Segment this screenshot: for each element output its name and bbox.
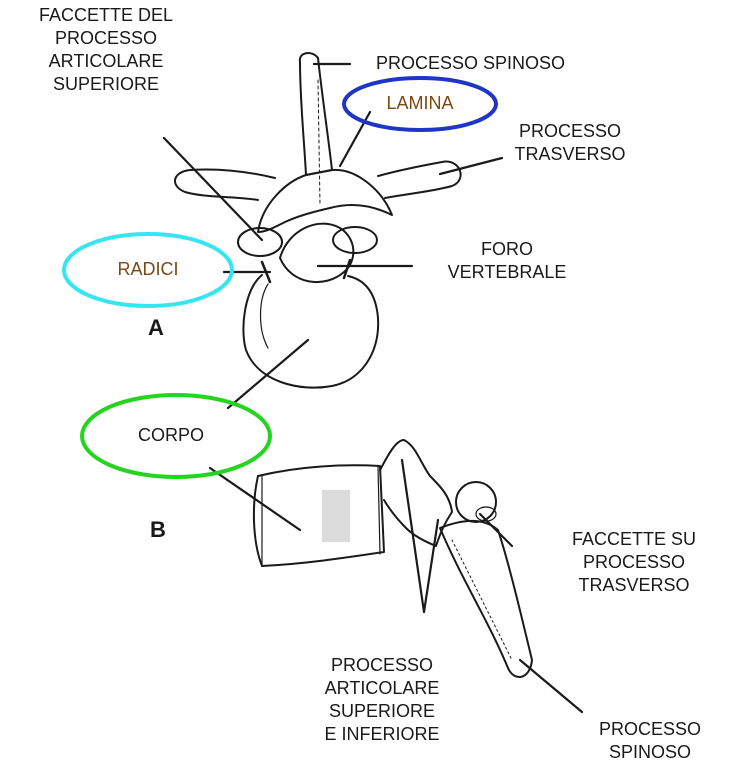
label-radici: RADICI: [98, 258, 198, 281]
right-transverse-process: [378, 162, 461, 198]
label-view-b: B: [150, 518, 166, 541]
label-view-a: A: [148, 316, 164, 339]
label-processo-trasverso: PROCESSO TRASVERSO: [490, 120, 650, 166]
label-faccette-superiore: FACCETTE DEL PROCESSO ARTICOLARE SUPERIO…: [6, 4, 206, 96]
left-transverse-process: [175, 169, 275, 200]
label-foro-vertebrale: FORO VERTEBRALE: [412, 238, 602, 284]
label-faccette-trasverso: FACCETTE SU PROCESSO TRASVERSO: [534, 528, 734, 597]
label-processo-articolare-sup-inf: PROCESSO ARTICOLARE SUPERIORE E INFERIOR…: [292, 654, 472, 746]
label-processo-spinoso-bottom: PROCESSO SPINOSO: [570, 718, 730, 764]
right-articular-facet: [333, 227, 377, 253]
vertebral-foramen: [280, 224, 353, 282]
label-lamina: LAMINA: [370, 92, 470, 115]
vertebra-side-view: [254, 440, 532, 677]
label-corpo: CORPO: [116, 424, 226, 447]
lamina-shape: [258, 170, 392, 232]
spinous-process-top-view: [300, 53, 332, 175]
label-processo-spinoso-top: PROCESSO SPINOSO: [376, 52, 565, 75]
vertebral-body-side-view: [254, 465, 384, 566]
